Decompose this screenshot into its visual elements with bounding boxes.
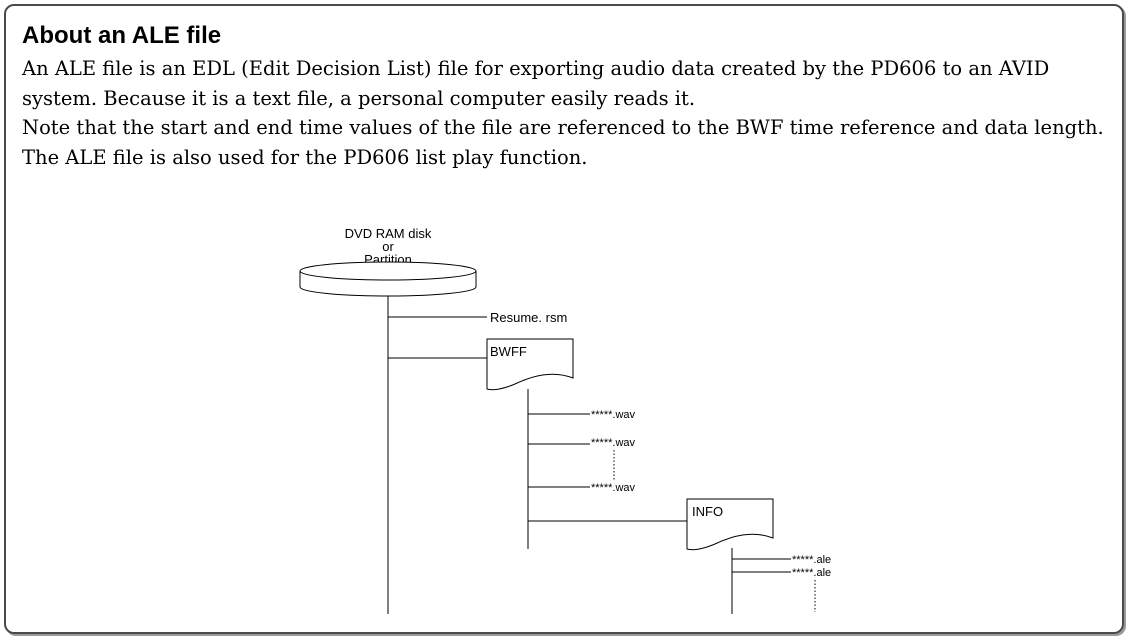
info-folder-icon [686, 498, 774, 551]
description: An ALE file is an EDL (Edit Decision Lis… [22, 54, 1117, 172]
root-label-line1: DVD RAM disk [345, 226, 432, 241]
paragraph-1: An ALE file is an EDL (Edit Decision Lis… [22, 57, 1050, 110]
root-label-line2: or [382, 239, 394, 254]
bwff-folder-icon [486, 338, 574, 391]
wav-file-1-label: *****.wav [591, 409, 636, 421]
wav-file-3-label: *****.wav [591, 482, 636, 494]
ale-file-1-label: *****.ale [792, 554, 831, 566]
info-folder-label: INFO [692, 504, 723, 519]
resume-file-label: Resume. rsm [490, 310, 567, 325]
disk-icon [299, 261, 477, 297]
paragraph-2: Note that the start and end time values … [22, 116, 1104, 169]
bwff-folder-label: BWFF [490, 344, 527, 359]
ale-file-2-label: *****.ale [792, 567, 831, 579]
wav-file-2-label: *****.wav [591, 437, 636, 449]
info-box [4, 4, 1124, 634]
section-heading: About an ALE file [22, 22, 222, 49]
